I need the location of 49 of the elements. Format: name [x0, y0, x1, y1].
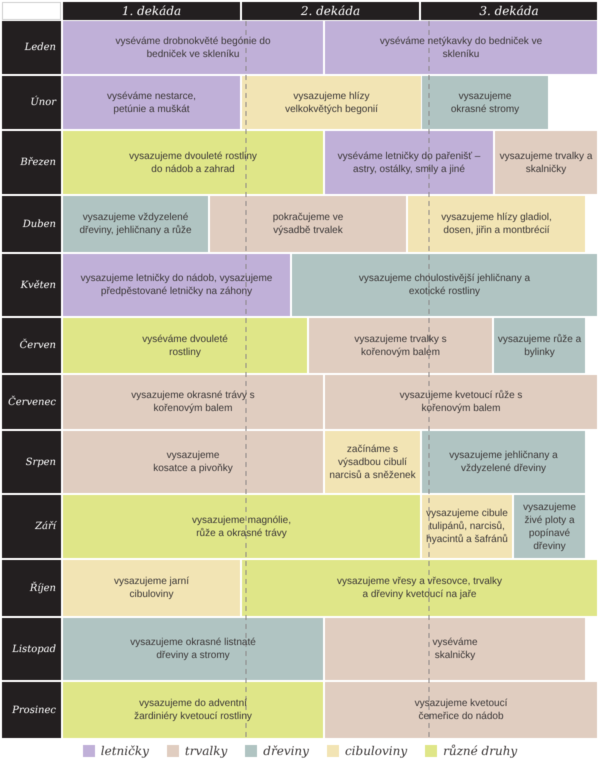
legend-label: různé druhy	[443, 743, 518, 760]
activity-bar: vyséváme dvouleté rostliny	[63, 318, 307, 373]
legend-label: dřeviny	[263, 743, 309, 760]
activity-bar: vysazujeme trvalky s kořenovým balem	[309, 318, 492, 373]
activity-bar: vysazujeme okrasné listnaté dřeviny a stromy	[63, 618, 323, 680]
activity-bar: vyséváme skalničky	[325, 618, 585, 680]
month-label: Duben	[2, 196, 61, 252]
month-label: Leden	[2, 21, 61, 74]
activity-bar: vysazujeme okrasné trávy s kořenovým balem	[63, 375, 323, 429]
month-label: Říjen	[2, 560, 61, 616]
activity-bar: vyséváme netýkavky do bedniček ve skleníku	[325, 21, 597, 74]
activity-bar: vysazujeme hlízy velkokvětých begonií	[242, 76, 421, 129]
activity-bar: vysazujeme letničky do nádob, vysazujeme předpěstované letničky na záhony	[63, 254, 290, 316]
legend-label: cibuloviny	[344, 743, 408, 760]
activity-bar: vysazujeme hlízy gladiol, dosen, jiřin a montbrécií	[408, 196, 585, 252]
activity-bar: vysazujeme jehličnany a vždyzelené dřeviny	[422, 431, 585, 493]
activity-bar: vyséváme nestarce, petúnie a muškát	[63, 76, 240, 129]
activity-bar: vysazujeme živé ploty a popínavé dřeviny	[514, 495, 585, 558]
activity-bar: vysazujeme do adventní žardiniéry kvetoucí rostliny	[63, 682, 323, 738]
legend-label: trvalky	[184, 743, 228, 760]
activity-bar: vysazujeme kvetoucí růže s kořenovým balem	[325, 375, 597, 429]
activity-bar: vysazujeme choulostivější jehličnany a exotické rostliny	[292, 254, 597, 316]
activity-bar: vysazujeme dvouleté rostliny do nádob a zahrad	[63, 131, 323, 194]
activity-bar: vysazujeme trvalky a skalničky	[495, 131, 597, 194]
month-label: Červenec	[2, 375, 61, 429]
activity-bar: vysazujeme jarní cibuloviny	[63, 560, 240, 616]
decade-header: 1. dekáda	[63, 2, 240, 20]
legend-label: letničky	[100, 743, 149, 760]
activity-bar: vyséváme drobnokvěté begónie do bedniček ve skleníku	[63, 21, 323, 74]
activity-bar: vyséváme letničky do pařenišť – astry, ostálky, smily a jiné	[325, 131, 493, 194]
activity-bar: vysazujeme kvetoucí čemeřice do nádob	[325, 682, 597, 738]
month-label: Únor	[2, 76, 61, 129]
activity-bar: vysazujeme vždyzelené dřeviny, jehličnany a růže	[63, 196, 208, 252]
activity-bar: pokračujeme ve výsadbě trvalek	[210, 196, 406, 252]
decade-header: 3. dekáda	[421, 2, 597, 20]
activity-bar: vysazujeme kosatce a pivoňky	[63, 431, 323, 493]
month-label: Březen	[2, 131, 61, 194]
month-label: Listopad	[2, 618, 61, 680]
month-label: Prosinec	[2, 682, 61, 738]
activity-bar: vysazujeme okrasné stromy	[422, 76, 548, 129]
month-label: Červen	[2, 318, 61, 373]
month-label: Květen	[2, 254, 61, 316]
activity-bar: vysazujeme magnólie, růže a okrasné trávy	[63, 495, 420, 558]
activity-bar: vysazujeme růže a bylinky	[494, 318, 585, 373]
month-label: Srpen	[2, 431, 61, 493]
activity-bar: vysazujeme cibule tulipánů, narcisů, hyacintů a šafránů	[422, 495, 512, 558]
decade-header: 2. dekáda	[242, 2, 419, 20]
activity-bar: začínáme s výsadbou cibulí narcisů a sněženek	[325, 431, 420, 493]
month-label: Září	[2, 495, 61, 558]
